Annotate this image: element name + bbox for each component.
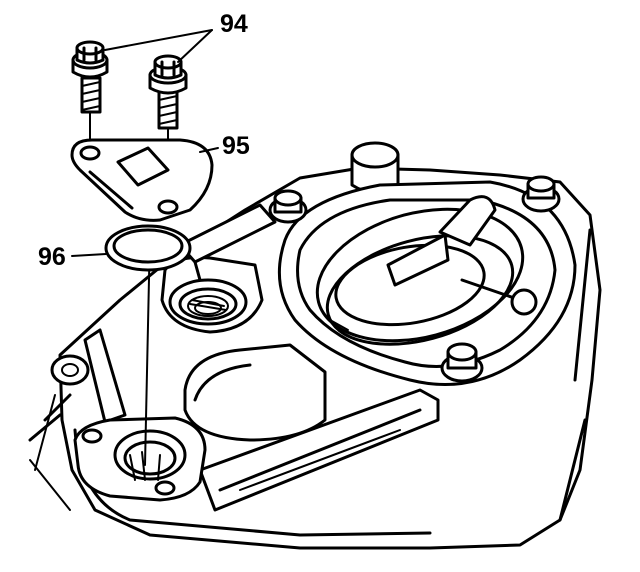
housing-rib xyxy=(178,203,277,282)
callout-95: 95 xyxy=(222,132,250,160)
cover-plate xyxy=(70,138,214,222)
callout-94: 94 xyxy=(220,10,248,38)
flange-bolt-bottom xyxy=(440,342,484,383)
bolt-left xyxy=(71,40,109,114)
threaded-port xyxy=(160,256,264,334)
bolt-right xyxy=(148,54,188,130)
callout-96: 96 xyxy=(38,243,66,271)
seal-ring xyxy=(104,224,192,272)
cover-flange-bolts xyxy=(268,175,561,383)
callout-leaders xyxy=(71,29,219,257)
pump-cover-flange xyxy=(277,180,577,386)
housing-skirt xyxy=(198,388,440,512)
cover-mounting-bore xyxy=(73,416,207,502)
flange-bolt-right xyxy=(521,175,561,213)
housing-pocket xyxy=(183,343,327,442)
flange-bolt-left xyxy=(268,189,308,224)
